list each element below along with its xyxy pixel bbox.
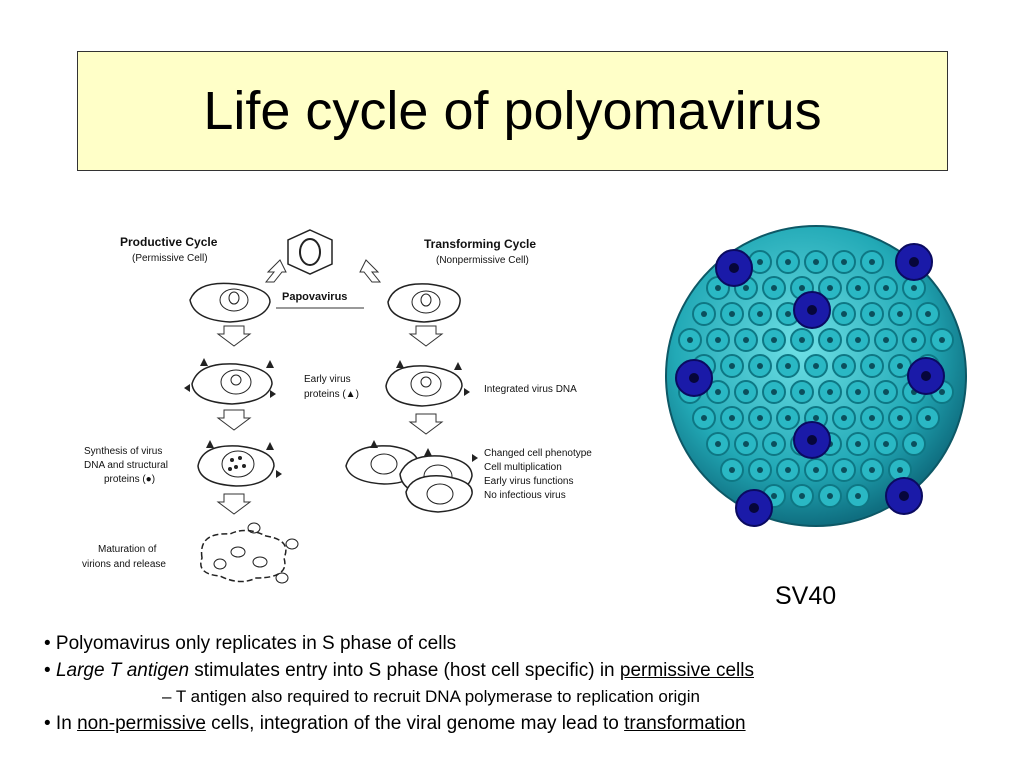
productive-title: Productive Cycle: [120, 235, 218, 249]
dividing-cells: [345, 440, 478, 513]
cell-left-1: [189, 282, 271, 323]
papovavirus-label: Papovavirus: [282, 291, 347, 303]
virion-hexagon-icon: [287, 229, 333, 275]
arrow-down-icon: [408, 413, 444, 435]
transforming-sub: (Nonpermissive Cell): [436, 255, 529, 266]
bullet-3: • In non-permissive cells, integration o…: [44, 710, 984, 737]
maturation-label-2: virions and release: [82, 559, 166, 570]
synth-label-2: DNA and structural: [84, 460, 168, 471]
non-permissive-term: non-permissive: [77, 713, 206, 734]
changed-label-3: Early virus functions: [484, 476, 573, 487]
transforming-title: Transforming Cycle: [424, 237, 536, 251]
bullet-2: • Large T antigen stimulates entry into …: [44, 657, 984, 684]
title-box: Life cycle of polyomavirus: [77, 51, 948, 171]
sv40-capsid-svg: [665, 225, 967, 527]
cell-right-1: [387, 283, 461, 323]
entry-arrow-left-icon: [264, 259, 287, 283]
life-cycle-svg: Productive Cycle (Permissive Cell) Trans…: [82, 229, 592, 584]
sub-bullet-1: – T antigen also required to recruit DNA…: [162, 687, 700, 706]
productive-sub: (Permissive Cell): [132, 253, 208, 264]
entry-arrow-right-icon: [359, 259, 382, 283]
arrow-down-icon: [408, 325, 444, 347]
transformation-term: transformation: [624, 713, 746, 734]
synth-label-3: proteins (●): [104, 474, 155, 485]
synth-label-1: Synthesis of virus: [84, 446, 162, 457]
lysed-cell: [200, 522, 299, 584]
changed-label-1: Changed cell phenotype: [484, 448, 592, 459]
slide-title: Life cycle of polyomavirus: [203, 81, 822, 141]
bullet-2-prefix: •: [44, 660, 56, 681]
bullet-2-text: stimulates entry into S phase (host cell…: [189, 660, 620, 681]
large-t-antigen-term: Large T antigen: [55, 660, 190, 681]
cell-left-2: [184, 358, 276, 405]
integrated-label: Integrated virus DNA: [484, 384, 577, 395]
arrow-down-icon: [216, 409, 252, 431]
bullet-3-text: cells, integration of the viral genome m…: [205, 713, 625, 734]
life-cycle-diagram: Productive Cycle (Permissive Cell) Trans…: [70, 222, 630, 602]
bullet-1: • Polyomavirus only replicates in S phas…: [44, 633, 457, 654]
sv40-capsid-image: [664, 218, 968, 530]
arrow-down-icon: [216, 493, 252, 515]
changed-label-2: Cell multiplication: [484, 462, 562, 473]
cell-right-2: [385, 360, 470, 407]
changed-label-4: No infectious virus: [484, 490, 566, 501]
early-label-1: Early virus: [304, 374, 351, 385]
permissive-cells-term: permissive cells: [619, 660, 754, 681]
bullet-list: • Polyomavirus only replicates in S phas…: [44, 630, 984, 737]
sv40-caption: SV40: [775, 582, 837, 610]
maturation-label-1: Maturation of: [98, 544, 157, 555]
bullet-3-prefix: • In: [44, 713, 78, 734]
cell-left-3: [197, 440, 282, 487]
arrow-down-icon: [216, 325, 252, 347]
early-label-2: proteins (▲): [304, 389, 359, 400]
